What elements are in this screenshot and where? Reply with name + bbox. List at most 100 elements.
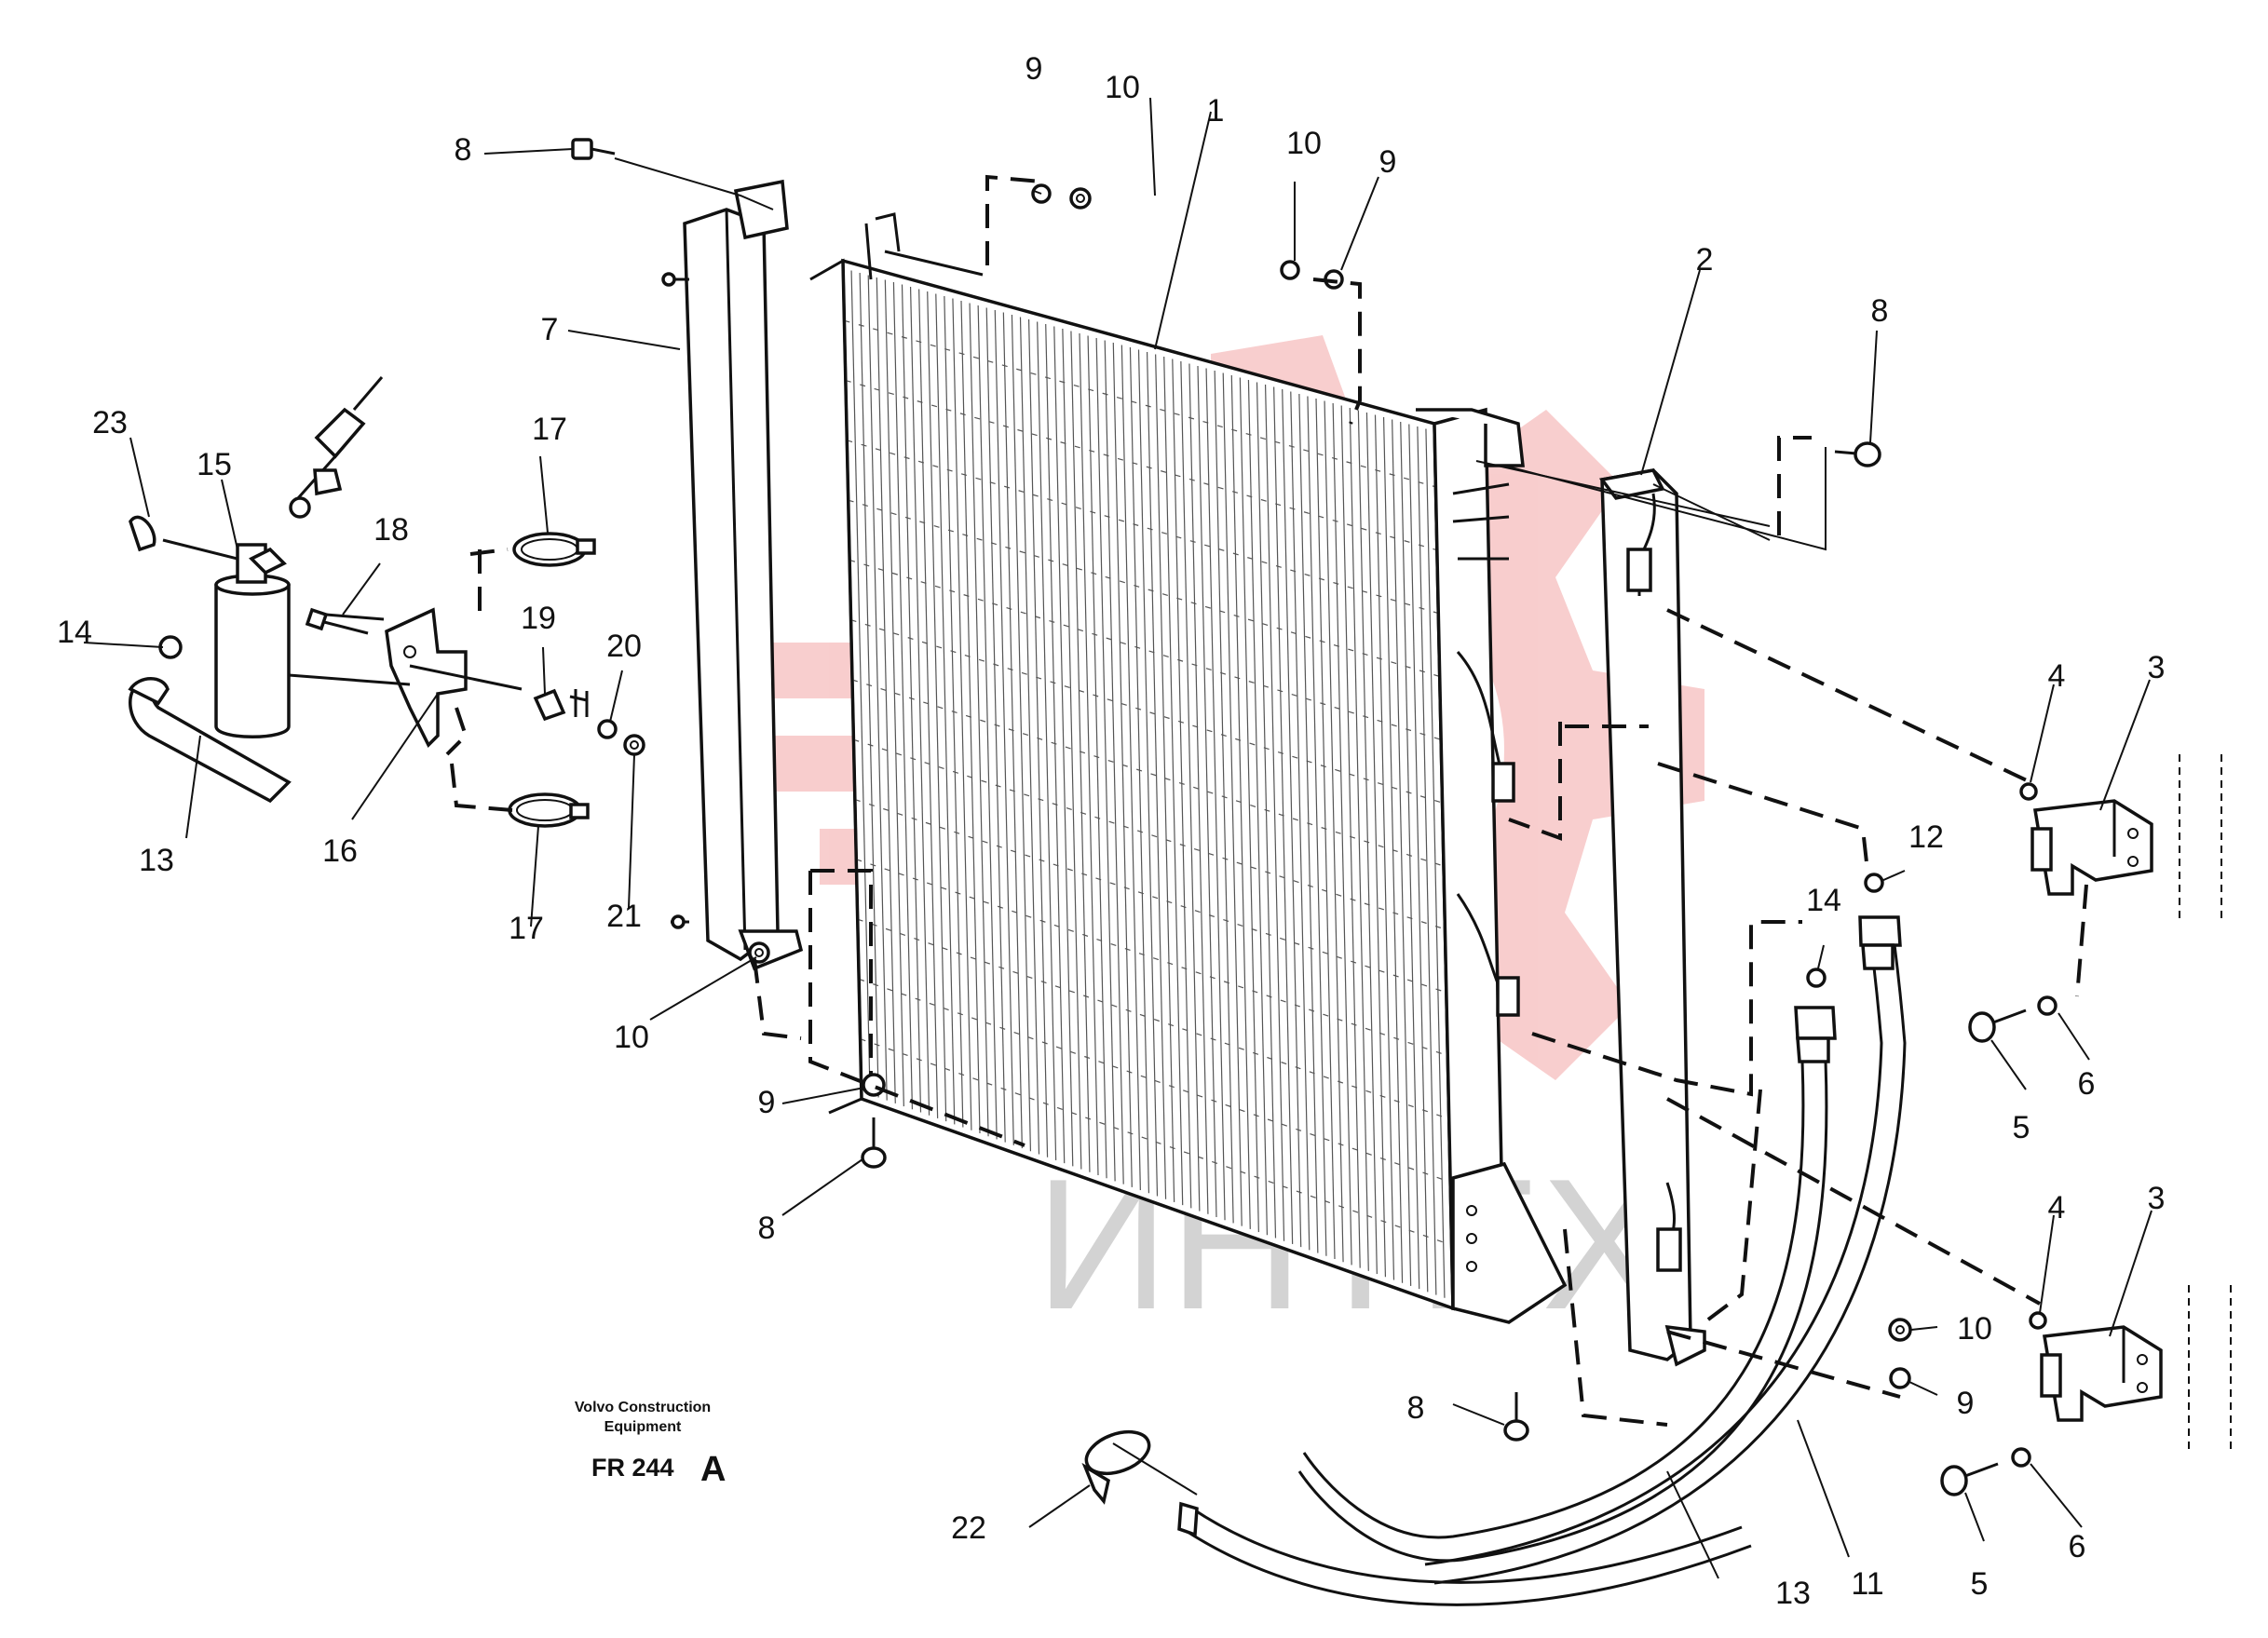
callout-c8c: 8 bbox=[758, 1211, 776, 1246]
condenser-fin-line bbox=[1037, 321, 1057, 1160]
callout-c14a: 14 bbox=[57, 615, 92, 650]
callout-c6b: 6 bbox=[2069, 1529, 2086, 1564]
callout-c4a: 4 bbox=[2048, 658, 2066, 694]
condenser-fin-line bbox=[1197, 365, 1217, 1218]
washer-20 bbox=[597, 719, 618, 739]
condenser-fin-line bbox=[1163, 356, 1184, 1206]
callout-c8a: 8 bbox=[455, 132, 472, 168]
washer-9-lower-left bbox=[862, 1073, 886, 1097]
nut-10-lower-right bbox=[1888, 1318, 1912, 1342]
condenser-fin-line bbox=[1104, 340, 1124, 1185]
right-side-panel bbox=[1598, 468, 1706, 1367]
condenser-fin-line bbox=[1222, 372, 1243, 1226]
hinge-bracket-lower bbox=[2040, 1285, 2232, 1453]
condenser-fin-line bbox=[1324, 400, 1344, 1263]
callout-c11: 11 bbox=[1851, 1566, 1883, 1602]
callout-c5a: 5 bbox=[2013, 1110, 2030, 1145]
condenser-fin-line bbox=[1307, 396, 1327, 1256]
washer-12 bbox=[1864, 873, 1884, 893]
condenser-fin-line bbox=[1374, 414, 1395, 1280]
condenser-fin-line bbox=[1290, 391, 1311, 1251]
callout-c9a: 9 bbox=[1025, 51, 1043, 87]
washer-4-lower bbox=[2029, 1311, 2047, 1330]
hinge-bracket-upper bbox=[2030, 754, 2222, 922]
hose-13-right bbox=[1297, 1006, 1837, 1563]
condenser-fin-line bbox=[1349, 407, 1369, 1271]
condenser-fin-line bbox=[850, 270, 871, 1095]
callout-c3b: 3 bbox=[2148, 1181, 2166, 1216]
hose-lower-long bbox=[1177, 1501, 1752, 1606]
condenser-fin-line bbox=[1120, 345, 1141, 1191]
callout-c9d: 9 bbox=[1957, 1386, 1975, 1421]
spacer-19 bbox=[533, 688, 566, 722]
condenser-fin-line bbox=[1137, 349, 1159, 1197]
callout-c16: 16 bbox=[322, 833, 358, 869]
condenser-fin-line bbox=[1062, 328, 1082, 1170]
callout-c9c: 9 bbox=[758, 1085, 776, 1120]
washer-6-upper bbox=[2037, 995, 2057, 1016]
hose-11 bbox=[1424, 915, 1907, 1585]
callout-labels: 1233445566788889999101010101112131314141… bbox=[57, 51, 2165, 1611]
alignment-dashed-lines bbox=[445, 174, 2088, 1427]
condenser-fin-row bbox=[860, 1038, 1452, 1246]
condenser-right-tank bbox=[1416, 407, 1568, 1324]
condenser-fin-line bbox=[909, 286, 930, 1116]
callout-c10c: 10 bbox=[614, 1020, 649, 1055]
callout-c10b: 10 bbox=[1286, 126, 1322, 161]
condenser-fin-line bbox=[1239, 377, 1259, 1233]
condenser-fin-line bbox=[892, 281, 914, 1110]
receiver-drier bbox=[128, 376, 384, 804]
condenser-fin-line bbox=[969, 303, 989, 1137]
callout-c5b: 5 bbox=[1971, 1566, 1989, 1602]
left-side-panel bbox=[661, 179, 804, 971]
washer-14-right bbox=[1806, 968, 1827, 988]
nut-21 bbox=[623, 734, 645, 756]
callout-c3a: 3 bbox=[2148, 650, 2166, 685]
callout-c12: 12 bbox=[1908, 819, 1944, 855]
hose-clamp-22 bbox=[1081, 1429, 1151, 1505]
bolt-8-lower-left bbox=[861, 1117, 887, 1169]
screw-5-upper bbox=[1968, 1009, 2027, 1043]
callout-c21: 21 bbox=[606, 899, 642, 934]
callout-c9b: 9 bbox=[1379, 144, 1397, 180]
callout-c17a: 17 bbox=[532, 412, 567, 447]
condenser-core bbox=[809, 212, 1455, 1311]
condenser-fin-line bbox=[1019, 317, 1040, 1155]
leader-lines bbox=[83, 97, 2153, 1579]
condenser-fin-line bbox=[1332, 402, 1352, 1266]
callout-c10a: 10 bbox=[1105, 70, 1140, 105]
condenser-fin-line bbox=[994, 309, 1014, 1145]
condenser-fin-line bbox=[1180, 360, 1201, 1212]
washer-4-upper bbox=[2019, 782, 2038, 801]
hose-clamp-upper bbox=[512, 532, 596, 567]
figure-reference: FR 244 bbox=[591, 1454, 674, 1482]
condenser-fin-line bbox=[1205, 368, 1226, 1221]
condenser-fin-line bbox=[1155, 354, 1175, 1202]
condenser-fin-line bbox=[1392, 419, 1412, 1286]
condenser-fin-line bbox=[927, 291, 947, 1122]
callout-c4b: 4 bbox=[2048, 1190, 2066, 1225]
condenser-fin-line bbox=[1408, 424, 1429, 1293]
callout-c19: 19 bbox=[521, 601, 556, 636]
company-name-line1: Volvo Construction bbox=[575, 1400, 711, 1415]
callout-c2: 2 bbox=[1696, 242, 1714, 278]
condenser-fin-line bbox=[1365, 412, 1387, 1278]
condenser-fin-line bbox=[1146, 351, 1167, 1199]
condenser-fin-line bbox=[1282, 388, 1302, 1248]
callout-c8d: 8 bbox=[1407, 1390, 1425, 1426]
condenser-fin-line bbox=[876, 277, 896, 1103]
screw-5-lower bbox=[1940, 1462, 1999, 1496]
condenser-fin-line bbox=[867, 275, 888, 1101]
callout-c7: 7 bbox=[541, 312, 559, 347]
washer-9-lower-right bbox=[1889, 1367, 1911, 1389]
callout-c14b: 14 bbox=[1806, 883, 1841, 918]
condenser-fin-line bbox=[884, 279, 904, 1107]
callout-c15: 15 bbox=[197, 447, 232, 482]
callout-c17b: 17 bbox=[509, 911, 544, 946]
condenser-fin-line bbox=[1417, 426, 1437, 1295]
company-name-line2: Equipment bbox=[604, 1419, 682, 1435]
drier-bracket bbox=[288, 607, 523, 748]
condenser-fin-line bbox=[1247, 379, 1269, 1236]
